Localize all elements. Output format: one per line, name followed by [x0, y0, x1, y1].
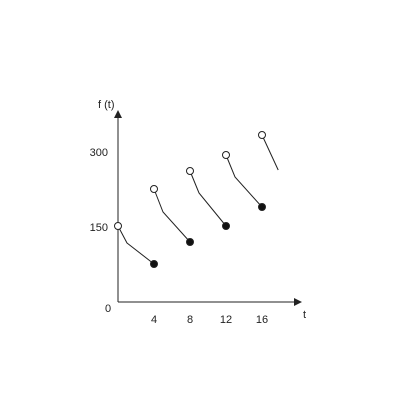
segment-line	[225, 154, 263, 208]
x-tick-label: 16	[256, 314, 268, 326]
x-tick-label: 12	[220, 314, 232, 326]
closed-endpoint	[186, 238, 194, 246]
x-tick-label: 4	[151, 314, 157, 326]
y-tick-labels: 150 300	[90, 147, 108, 234]
y-tick-label: 300	[90, 147, 108, 159]
open-endpoint	[258, 131, 266, 139]
segment-line	[117, 225, 155, 265]
origin-label: 0	[105, 303, 111, 315]
y-axis-label: f (t)	[98, 99, 115, 111]
closed-endpoint	[150, 260, 158, 268]
segment-line	[189, 170, 227, 227]
open-endpoint	[150, 185, 158, 193]
segment-line	[153, 188, 191, 243]
y-tick-label: 150	[90, 222, 108, 234]
x-axis-label: t	[303, 309, 306, 321]
x-tick-label: 8	[187, 314, 193, 326]
segment-line	[261, 134, 279, 171]
closed-endpoint	[258, 203, 266, 211]
segments	[114, 131, 279, 268]
closed-endpoint	[222, 222, 230, 230]
open-endpoint	[186, 167, 194, 175]
open-endpoint	[222, 151, 230, 159]
open-endpoint	[114, 222, 122, 230]
x-tick-labels: 4 8 12 16	[151, 314, 268, 326]
